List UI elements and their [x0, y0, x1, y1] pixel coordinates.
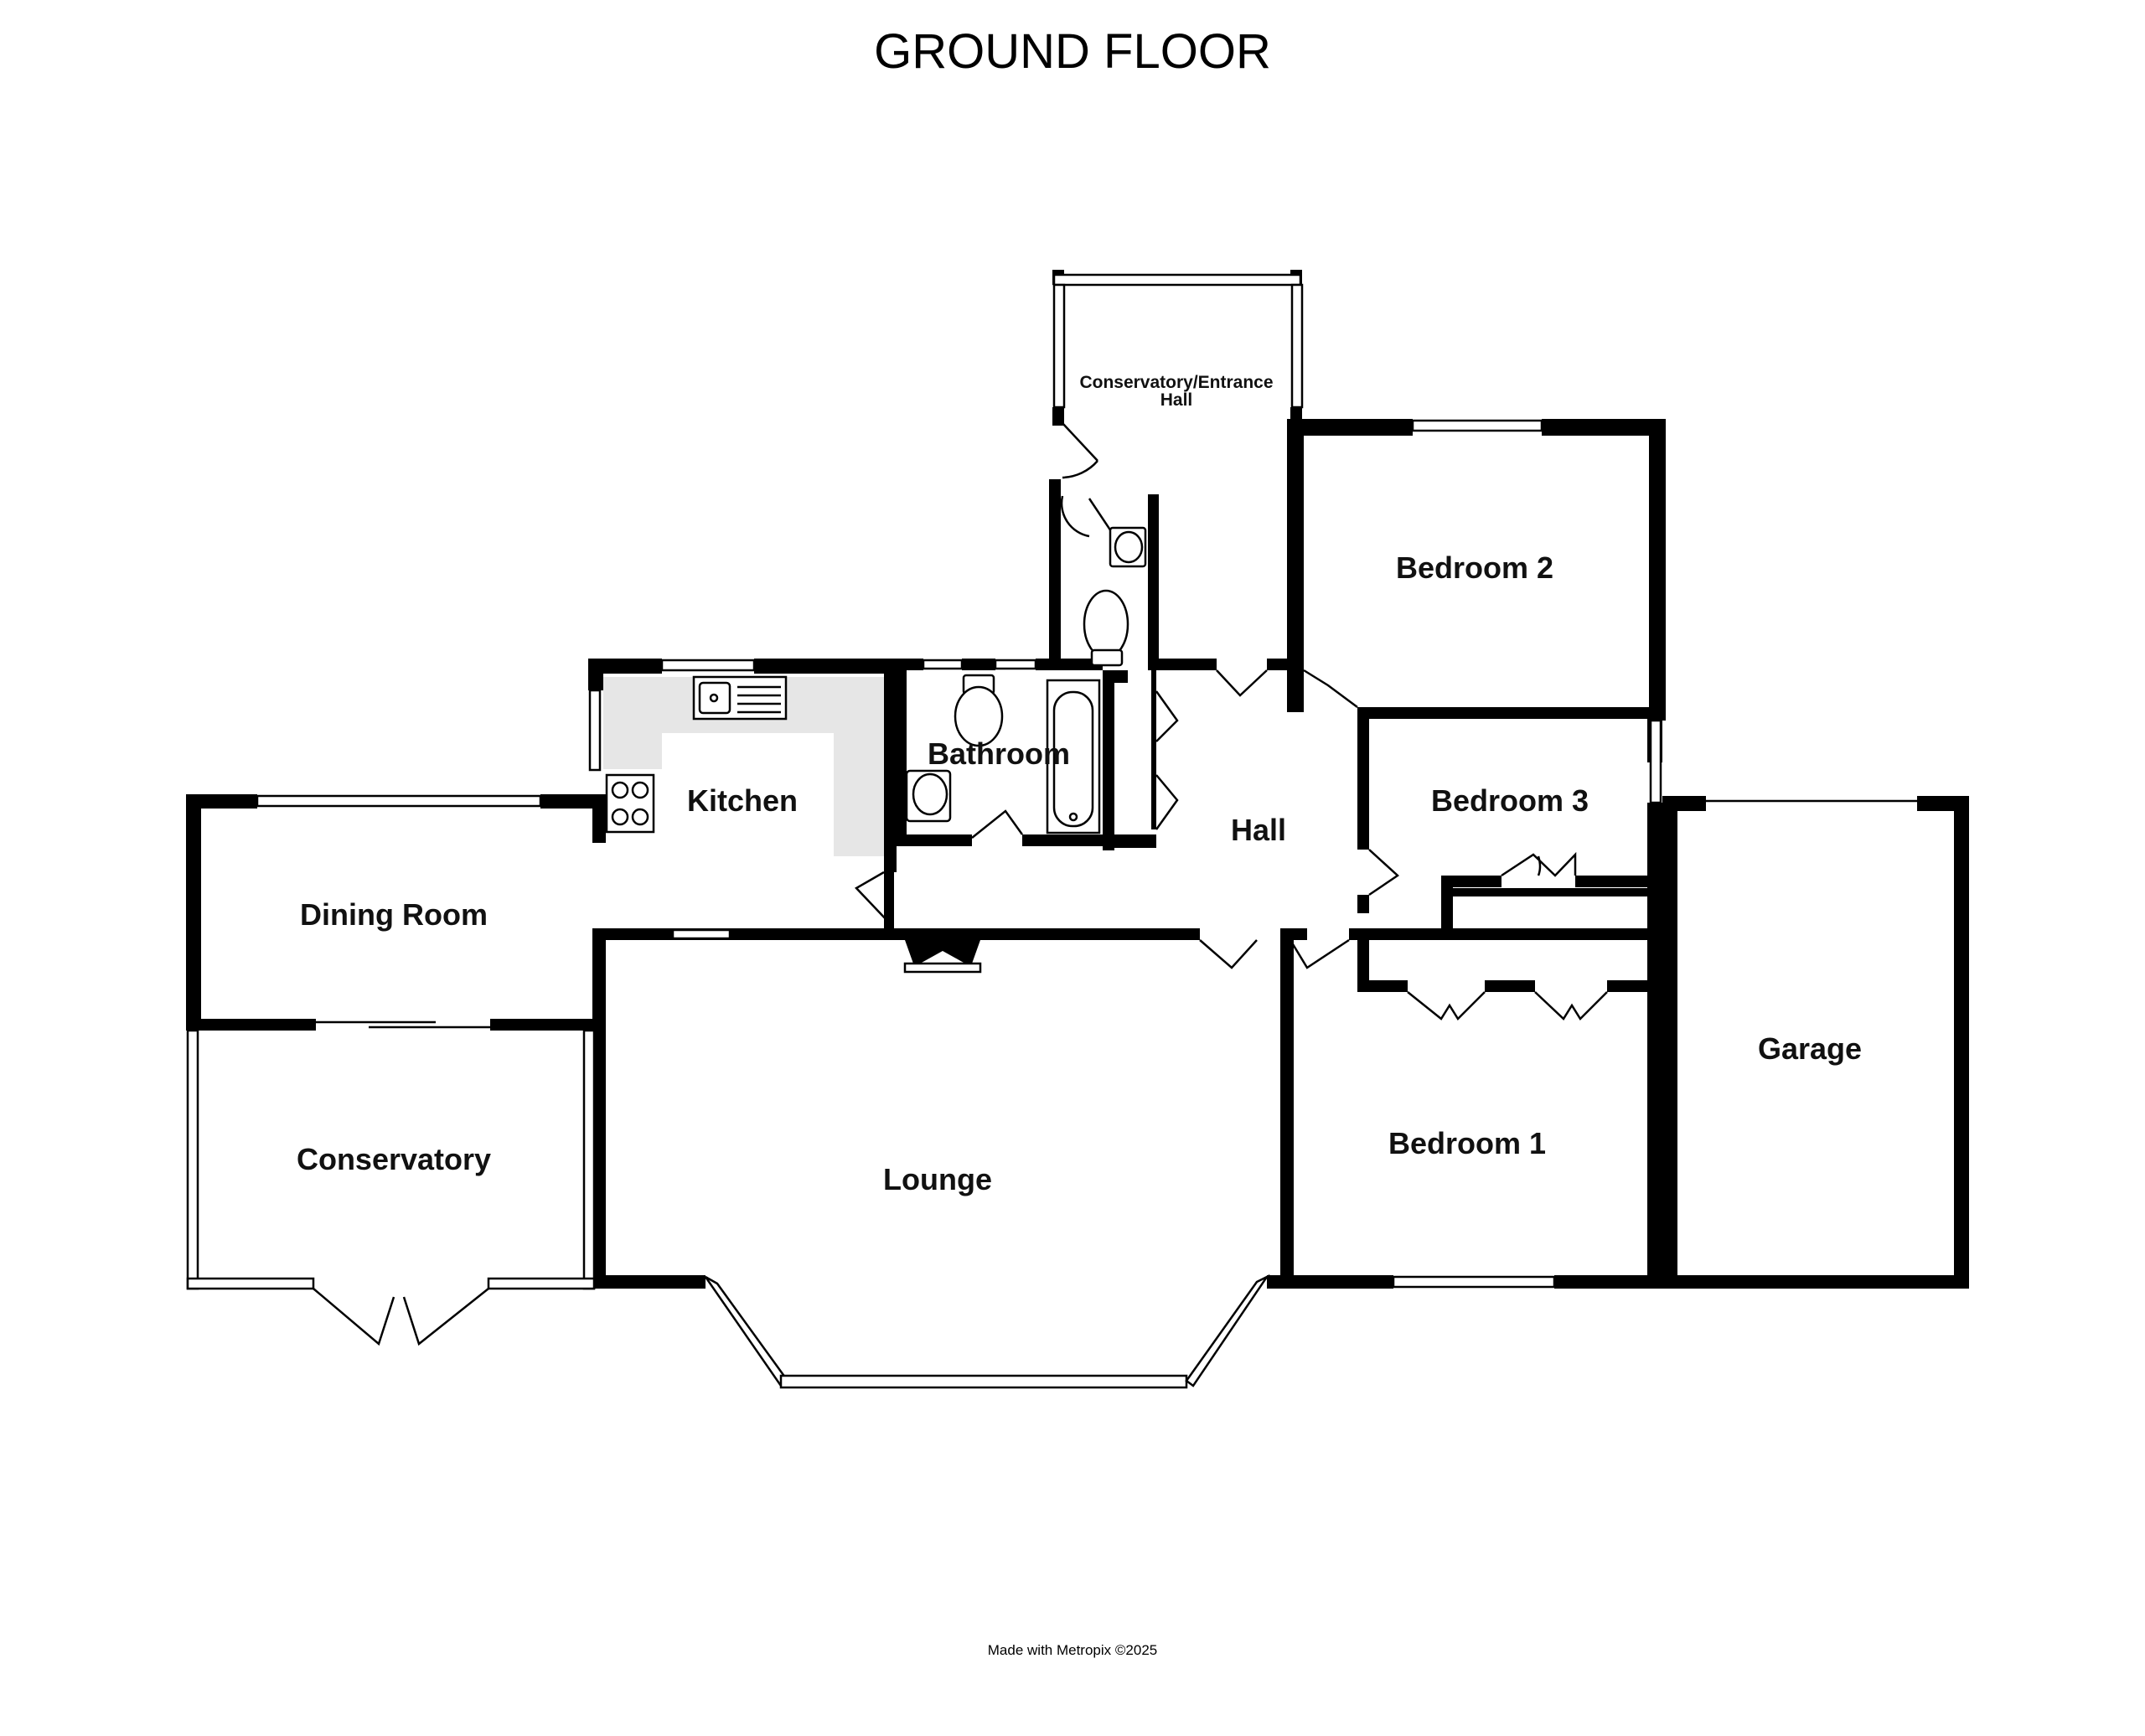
label-garage: Garage [1758, 1031, 1862, 1066]
label-dining-room: Dining Room [300, 897, 488, 932]
label-bathroom: Bathroom [928, 736, 1070, 771]
label-bedroom-1: Bedroom 1 [1388, 1126, 1546, 1160]
credit-text: Made with Metropix ©2025 [987, 1642, 1158, 1658]
kitchen-counter [603, 677, 884, 856]
fixtures [605, 526, 1147, 834]
label-kitchen: Kitchen [687, 783, 798, 818]
label-lounge: Lounge [883, 1162, 992, 1196]
room-labels: Conservatory/Entrance Hall Bedroom 2 Bat… [297, 373, 1862, 1196]
floor-title: GROUND FLOOR [874, 24, 1271, 79]
label-bedroom-2: Bedroom 2 [1396, 550, 1553, 585]
openings [316, 799, 1917, 1029]
label-conservatory-entrance-line1: Conservatory/Entrance [1079, 373, 1273, 392]
windows [186, 273, 1662, 1389]
label-bedroom-3: Bedroom 3 [1431, 783, 1589, 818]
walls [186, 270, 1969, 1289]
label-conservatory: Conservatory [297, 1142, 491, 1176]
label-conservatory-entrance-line2: Hall [1160, 390, 1193, 410]
label-hall: Hall [1231, 813, 1286, 847]
door-swings [313, 422, 1608, 1346]
